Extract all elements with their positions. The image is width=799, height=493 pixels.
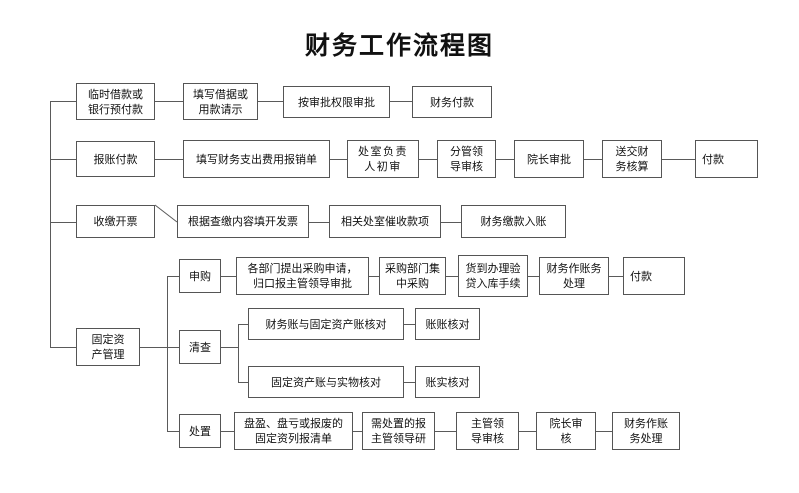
node-ledger-to-physical-check[interactable]: 固定资产账与实物核对 (248, 366, 404, 398)
node-ledger-to-ledger-check[interactable]: 财务账与固定资产账核对 (248, 308, 404, 340)
connector-branch-disposal (167, 431, 179, 432)
spine-stub-row3 (50, 222, 76, 223)
node-president-review-disposal[interactable]: 院长审 核 (536, 412, 596, 450)
node-issue-invoice[interactable]: 根据查缴内容填开发票 (177, 205, 309, 238)
connector-r2-6 (662, 159, 695, 160)
connector-asset-to-branchbar (140, 347, 167, 348)
branch-bar-inventory (238, 324, 239, 382)
node-approval-by-authority[interactable]: 按审批权限审批 (283, 86, 390, 118)
spine-stub-row1 (50, 101, 76, 102)
connector-r2-3 (419, 159, 437, 160)
connector-d3 (435, 431, 456, 432)
connector-inv-top (238, 324, 248, 325)
spine-stub-row2 (50, 159, 76, 160)
node-finance-bookkeeping-disposal[interactable]: 财务作账 务处理 (612, 412, 680, 450)
node-disposal[interactable]: 处置 (179, 414, 221, 448)
connector-r2-1 (155, 159, 183, 160)
node-finance-record-payment[interactable]: 财务缴款入账 (461, 205, 566, 238)
connector-r2-2 (330, 159, 347, 160)
connector-r2-4 (496, 159, 514, 160)
main-spine-vertical (50, 101, 51, 347)
node-finance-payment[interactable]: 财务付款 (412, 86, 492, 118)
connector-r3-3 (441, 222, 461, 223)
connector-p4 (528, 276, 539, 277)
node-central-procurement[interactable]: 采购部门集 中采购 (379, 257, 446, 295)
connector-d2 (353, 431, 362, 432)
connector-inv-top-2 (404, 324, 415, 325)
node-collection-invoicing[interactable]: 收缴开票 (76, 205, 155, 238)
node-president-approval[interactable]: 院长审批 (514, 140, 584, 178)
node-temporary-loan[interactable]: 临时借款或 银行预付款 (76, 83, 155, 120)
node-ledger-physical-result[interactable]: 账实核对 (415, 366, 480, 398)
node-fill-expense-form[interactable]: 填写财务支出费用报销单 (183, 140, 330, 178)
connector-r3-diagonal (154, 204, 178, 223)
connector-inv-bottom-2 (404, 382, 415, 383)
connector-r1-2 (258, 101, 283, 102)
connector-branch-purchase (167, 276, 179, 277)
node-payment-purchase[interactable]: 付款 (623, 257, 685, 295)
page-title: 财务工作流程图 (304, 31, 494, 60)
node-purchase-request[interactable]: 申购 (179, 259, 221, 293)
connector-p1 (221, 276, 236, 277)
node-reimbursement-payment[interactable]: 报账付款 (76, 141, 155, 177)
connector-p3 (446, 276, 458, 277)
spine-stub-row4 (50, 347, 76, 348)
connector-inventory-to-bar (221, 347, 238, 348)
node-supervising-leader-review-disposal[interactable]: 主管领 导审核 (456, 412, 519, 450)
connector-p5 (609, 276, 623, 277)
connector-p2 (369, 276, 379, 277)
connector-branch-inventory (167, 347, 179, 348)
node-send-to-accounting[interactable]: 送交财 务核算 (602, 140, 662, 178)
connector-r1-1 (155, 101, 183, 102)
node-inventory-check[interactable]: 清查 (179, 330, 221, 364)
connector-r2-5 (584, 159, 602, 160)
node-supervising-leader-review[interactable]: 分管领 导审核 (437, 140, 496, 178)
connector-r1-3 (390, 101, 412, 102)
node-payment-r2[interactable]: 付款 (695, 140, 758, 178)
node-dept-head-review[interactable]: 处室负责 人初审 (347, 140, 419, 178)
connector-d4 (519, 431, 536, 432)
connector-d1 (221, 431, 234, 432)
branch-bar-fixed-asset (167, 276, 168, 431)
node-report-to-leader[interactable]: 需处置的报 主管领导研 (362, 412, 435, 450)
node-finance-bookkeeping-purchase[interactable]: 财务作账务 处理 (539, 257, 609, 295)
connector-r3-2 (309, 222, 329, 223)
node-write-loan-request[interactable]: 填写借据或 用款请示 (183, 83, 258, 120)
node-fixed-asset-management[interactable]: 固定资 产管理 (76, 328, 140, 366)
node-goods-receipt-warehousing[interactable]: 货到办理验 贷入库手续 (458, 255, 528, 297)
connector-inv-bottom (238, 382, 248, 383)
node-asset-surplus-loss-list[interactable]: 盘盈、盘亏或报废的 固定资列报清单 (234, 412, 353, 450)
node-dept-purchase-application[interactable]: 各部门提出采购申请， 归口报主管领导审批 (236, 257, 369, 295)
node-dept-collect-payment[interactable]: 相关处室催收款项 (329, 205, 441, 238)
node-ledger-ledger-result[interactable]: 账账核对 (415, 308, 480, 340)
connector-d5 (596, 431, 612, 432)
